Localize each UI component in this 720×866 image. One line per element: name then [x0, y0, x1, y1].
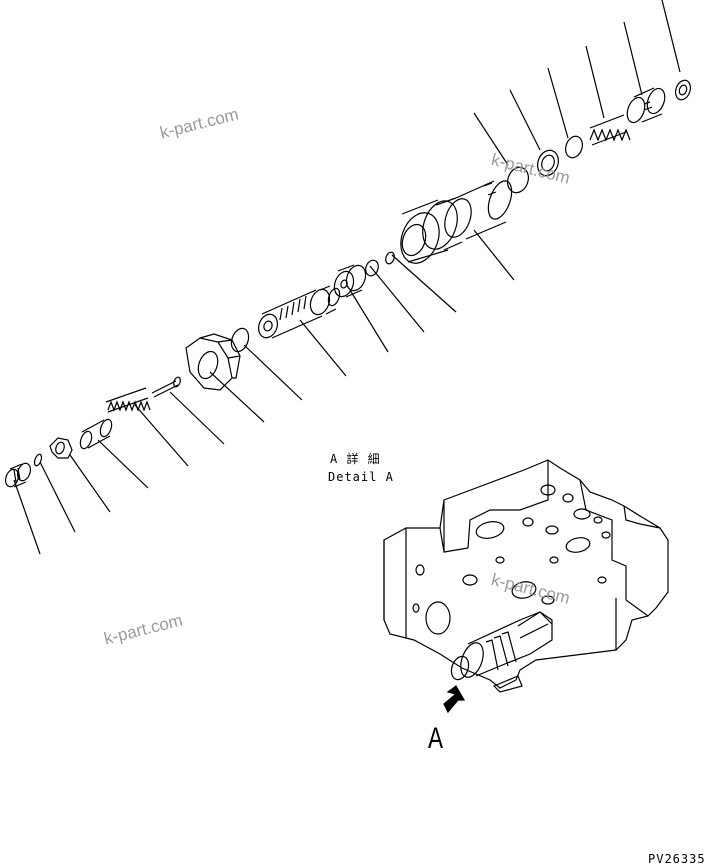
piston	[79, 418, 113, 450]
view-letter: A	[428, 722, 444, 755]
sleeve-top-right	[626, 87, 666, 124]
detail-title-jp: A 詳 細	[330, 452, 381, 466]
oring-right-small	[564, 135, 584, 159]
oring-pair	[365, 251, 395, 277]
spool	[257, 285, 341, 339]
lock-nut	[185, 333, 241, 391]
detail-title-en: Detail A	[328, 470, 394, 484]
leader-lines	[13, 0, 681, 555]
valve-plug-assembly	[400, 180, 513, 264]
ring-top-right	[674, 79, 692, 101]
washer-right	[537, 149, 559, 177]
threaded-plug	[4, 462, 32, 488]
oring-small-left	[33, 453, 43, 467]
spring-right	[589, 114, 631, 146]
oring-right-large	[507, 166, 529, 194]
cap	[333, 264, 367, 298]
spring-left	[105, 387, 151, 413]
small-nut	[49, 437, 73, 459]
drawing-number: PV26335	[648, 852, 706, 866]
pin	[151, 376, 181, 398]
control-valve-block	[383, 459, 669, 693]
oring-mid	[230, 327, 250, 353]
view-arrow	[443, 685, 466, 714]
